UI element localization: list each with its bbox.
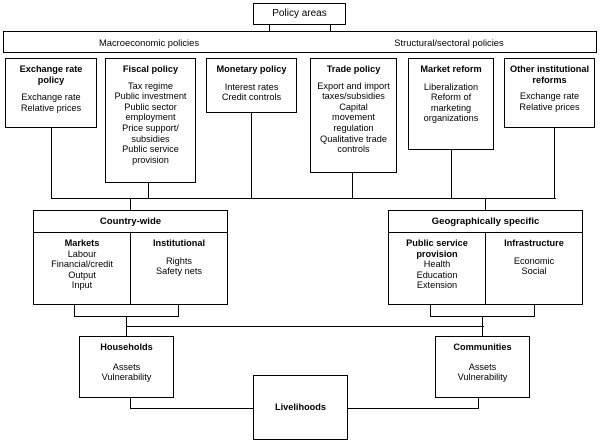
- level-column-items: Labour Financial/credit Output Input: [51, 248, 113, 291]
- actor-box-items: Assets Vulnerability: [457, 361, 508, 383]
- level-column-items: Health Education Extension: [416, 259, 458, 291]
- policy-box-items: Exchange rate Relative prices: [519, 91, 580, 112]
- connector-communities-to-livelihoods: [346, 408, 479, 410]
- level-box-title: Country-wide: [34, 211, 227, 233]
- connector-bus-right: [352, 198, 556, 200]
- policy-box-trade-policy: Trade policy Export and import taxes/sub…: [310, 58, 397, 173]
- level-column-public-service-provision: Public service provision Health Educatio…: [389, 233, 485, 304]
- connector-country-wide-right-leg: [178, 305, 180, 317]
- connector-bus-to-geographically-specific: [485, 198, 487, 210]
- level-column-infrastructure: Infrastructure Economic Social: [485, 233, 582, 304]
- actor-box-communities: Communities Assets Vulnerability: [435, 336, 530, 398]
- level-column-title: Institutional: [152, 238, 206, 248]
- connector-country-wide-stem: [126, 316, 128, 327]
- policy-box-title: Exchange rate policy: [19, 64, 83, 85]
- level-column-title: Public service provision: [406, 238, 468, 259]
- policy-header-band: Macroeconomic policies Structural/sector…: [3, 31, 597, 53]
- band-label-structural: Structural/sectoral policies: [394, 37, 504, 48]
- connector-exchange-rate-drop: [51, 128, 53, 198]
- policy-box-items: Exchange rate Relative prices: [20, 92, 82, 113]
- connector-bus-to-country-wide: [130, 198, 132, 210]
- connector-policy-to-structural: [330, 25, 332, 31]
- band-label-macroeconomic: Macroeconomic policies: [98, 37, 200, 48]
- policy-box-title: Market reform: [420, 64, 482, 74]
- connector-other-reforms-drop: [554, 128, 556, 198]
- connector-monetary-drop: [251, 113, 253, 198]
- policy-box-exchange-rate-policy: Exchange rate policy Exchange rate Relat…: [5, 58, 97, 128]
- policy-box-title: Other institutional reforms: [509, 64, 590, 85]
- connector-geographic-stem: [482, 316, 484, 327]
- policy-areas-box: Policy areas: [253, 3, 346, 25]
- policy-box-market-reform: Market reform Liberalization Reform of m…: [408, 58, 494, 150]
- actor-box-items: Assets Vulnerability: [101, 361, 152, 383]
- policy-box-title: Fiscal policy: [122, 64, 179, 74]
- level-box-title: Geographically specific: [389, 211, 582, 233]
- connector-bus-to-households: [126, 326, 128, 337]
- policy-box-fiscal-policy: Fiscal policy Tax regime Public investme…: [105, 58, 196, 183]
- policy-areas-title: Policy areas: [272, 7, 327, 19]
- policy-box-other-institutional-reforms: Other institutional reforms Exchange rat…: [504, 58, 595, 128]
- connector-market-reform-drop: [451, 150, 453, 198]
- outcome-box-livelihoods: Livelihoods: [253, 375, 348, 440]
- level-column-markets: Markets Labour Financial/credit Output I…: [34, 233, 130, 304]
- policy-box-items: Export and import taxes/subsidies Capita…: [317, 80, 390, 155]
- connector-geographic-left-leg: [430, 305, 432, 317]
- connector-geographic-right-leg: [534, 305, 536, 317]
- connector-policy-to-macro: [269, 25, 271, 31]
- level-box-geographically-specific: Geographically specific Public service p…: [388, 210, 583, 305]
- connector-trade-drop: [352, 173, 354, 198]
- policy-box-title: Monetary policy: [216, 64, 287, 74]
- policy-box-title: Trade policy: [326, 64, 381, 74]
- policy-box-monetary-policy: Monetary policy Interest rates Credit co…: [206, 58, 297, 113]
- connector-bus-to-communities: [482, 326, 484, 337]
- connector-level-to-actors-bus: [126, 326, 484, 328]
- actor-box-title: Communities: [453, 342, 512, 352]
- connector-country-wide-left-leg: [74, 305, 76, 317]
- actor-box-households: Households Assets Vulnerability: [79, 336, 174, 398]
- level-column-title: Infrastructure: [504, 238, 564, 248]
- policy-box-items: Liberalization Reform of marketing organ…: [423, 81, 479, 124]
- policy-box-items: Tax regime Public investment Public sect…: [114, 80, 187, 165]
- level-box-country-wide: Country-wide Markets Labour Financial/cr…: [33, 210, 228, 305]
- outcome-box-title: Livelihoods: [274, 402, 327, 413]
- connector-fiscal-drop: [148, 183, 150, 198]
- policy-box-items: Interest rates Credit controls: [221, 81, 282, 103]
- connector-bus-left: [51, 198, 355, 200]
- level-column-institutional: Institutional Rights Safety nets: [130, 233, 227, 304]
- level-column-items: Economic Social: [513, 255, 555, 277]
- connector-households-drop: [130, 398, 132, 409]
- connector-communities-drop: [478, 398, 480, 409]
- level-column-title: Markets: [64, 238, 100, 248]
- actor-box-title: Households: [100, 342, 153, 352]
- level-column-items: Rights Safety nets: [156, 255, 202, 277]
- connector-households-to-livelihoods: [130, 408, 255, 410]
